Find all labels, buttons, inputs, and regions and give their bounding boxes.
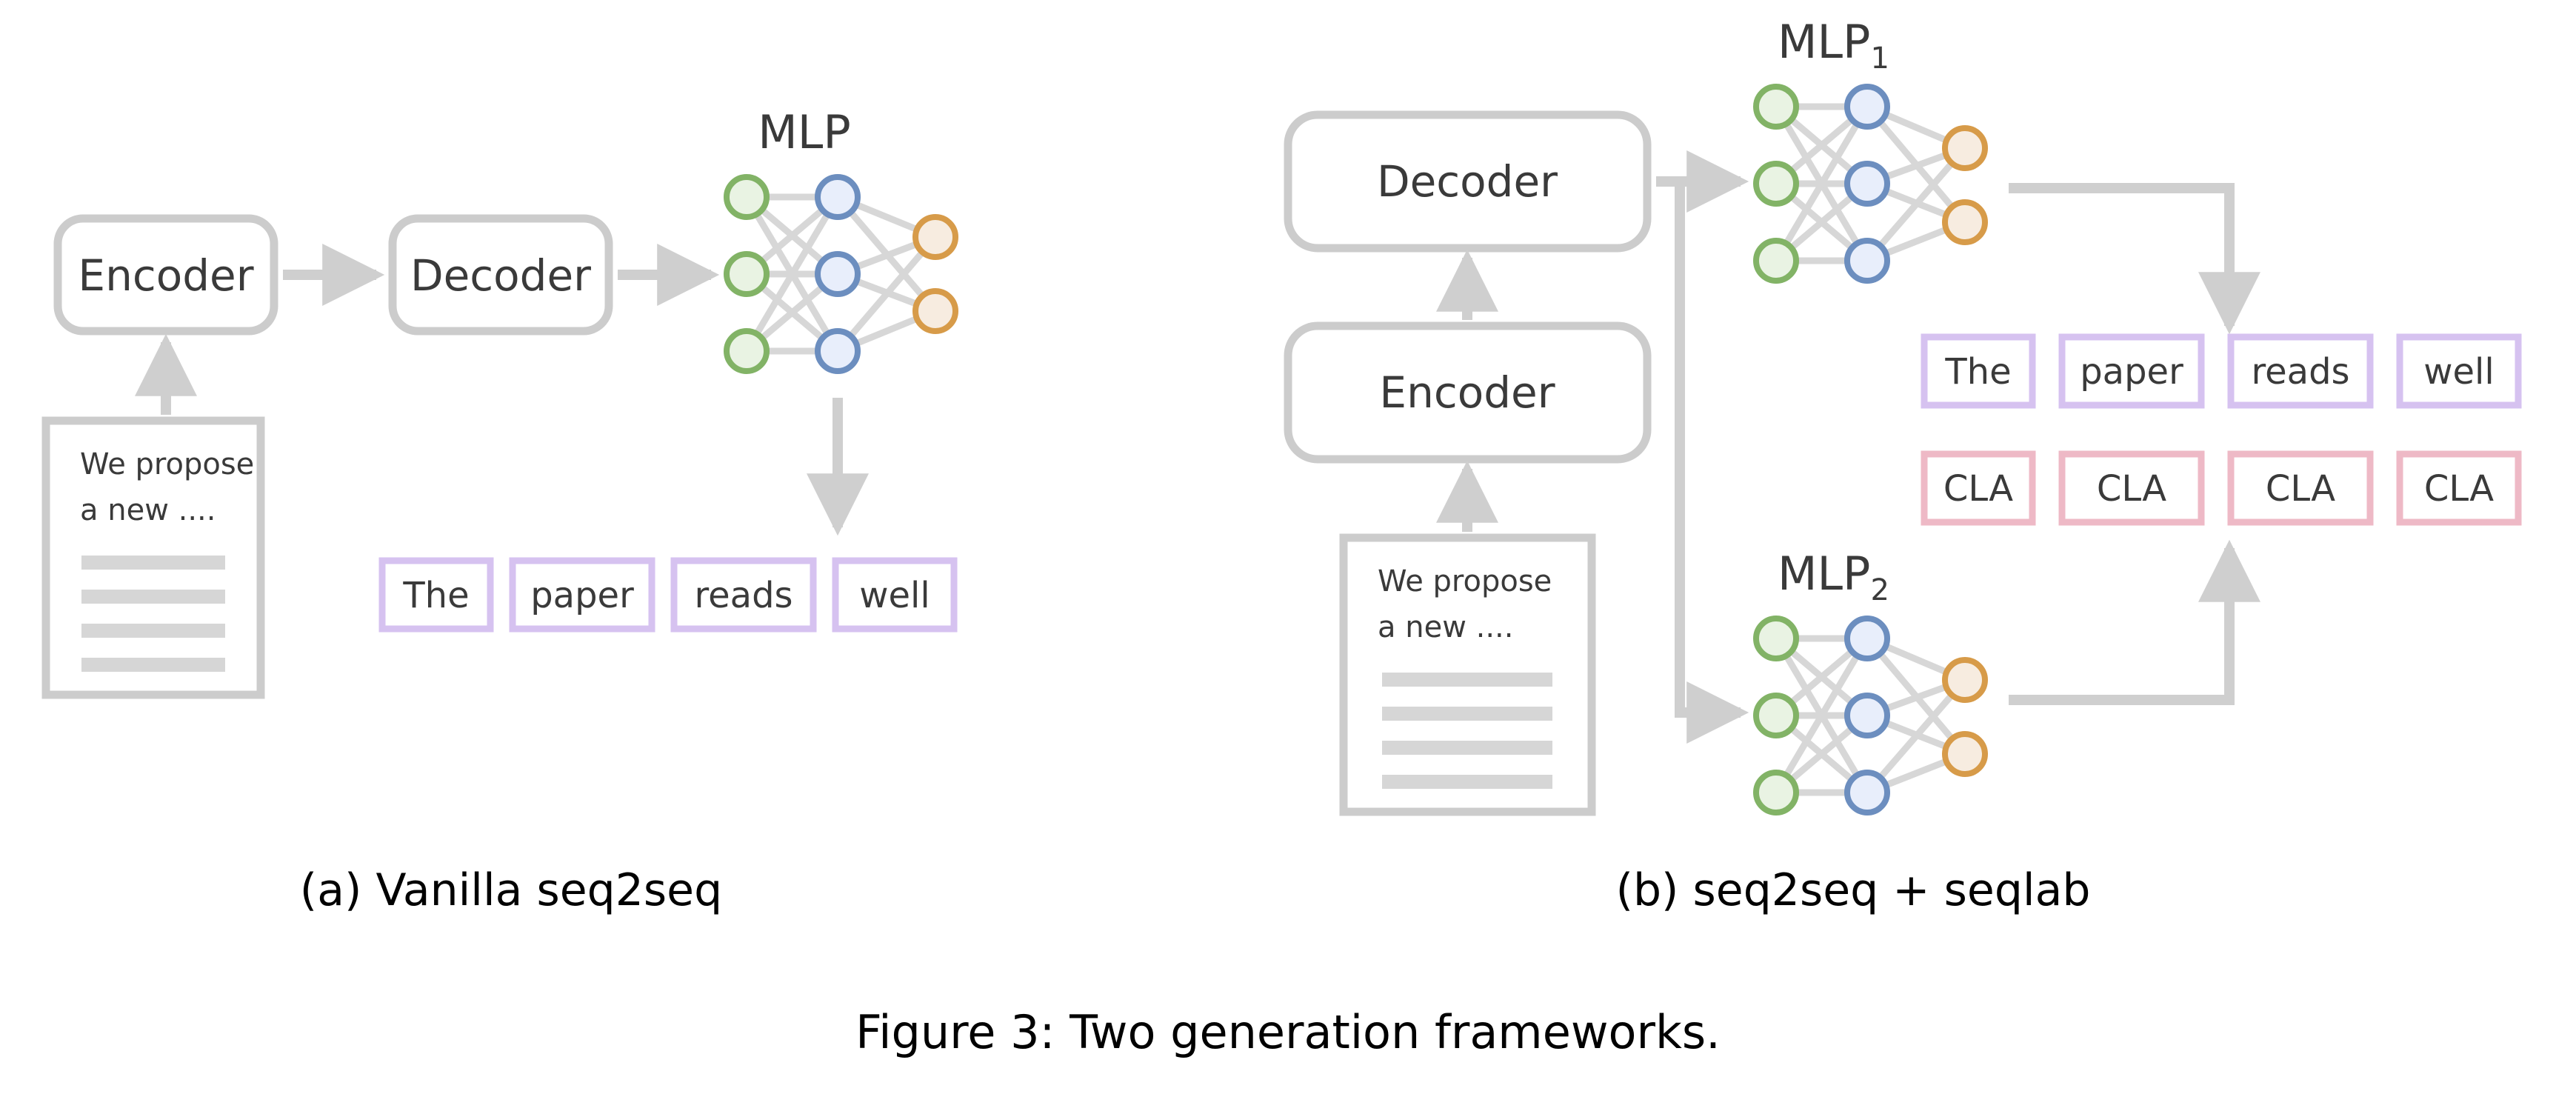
panel-b-document-bar	[1382, 775, 1552, 789]
mlp-node-output	[1942, 731, 1988, 777]
panel-a-document-bar	[81, 590, 225, 604]
label-box[interactable]	[1921, 450, 2036, 526]
panel-b-mlp1-nodes	[1753, 84, 1988, 284]
panel-b-document-line2: a new ....	[1378, 610, 1513, 644]
panel-b-document-bar	[1382, 673, 1552, 687]
mlp-node-input	[1753, 770, 1799, 816]
panel-a-decoder-box[interactable]	[388, 214, 613, 336]
label-box[interactable]	[2058, 450, 2205, 526]
panel-b-cla-label: CLA	[2097, 468, 2166, 510]
panel-b-document-bar	[1382, 707, 1552, 721]
mlp-node-input	[1753, 84, 1799, 130]
panel-b-mlp1-label: MLP1	[1778, 15, 1889, 76]
panel-a-document-line1: We propose	[80, 447, 254, 481]
figure-caption: Figure 3: Two generation frameworks.	[855, 1005, 1721, 1059]
panel-b-label-boxes	[1921, 450, 2522, 526]
panel-a-mlp-output-nodes	[912, 214, 958, 334]
panel-b-cla-label: CLA	[2424, 468, 2494, 510]
subcaption-a: (a) Vanilla seq2seq	[300, 864, 722, 916]
mlp-node-hidden	[1844, 238, 1890, 284]
mlp-node-input	[1753, 616, 1799, 661]
token-box[interactable]	[2058, 333, 2205, 409]
token-box[interactable]	[832, 557, 958, 633]
mlp-node-hidden	[1844, 770, 1890, 816]
panel-b-cla-label: CLA	[1943, 468, 2013, 510]
mlp-node-hidden	[1844, 693, 1890, 738]
mlp-node-input	[724, 251, 770, 297]
panel-b-decoder-label: Decoder	[1377, 156, 1558, 207]
panel-b-mlp2-nodes	[1753, 616, 1988, 816]
mlp-node-hidden	[1844, 161, 1890, 207]
panel-a-document-line2: a new ....	[80, 493, 216, 527]
label-box[interactable]	[2227, 450, 2374, 526]
panel-b-document-bar	[1382, 741, 1552, 755]
mlp-node-input	[1753, 693, 1799, 738]
label-box[interactable]	[2396, 450, 2522, 526]
mlp-node-input	[724, 328, 770, 374]
token-box[interactable]	[378, 557, 494, 633]
panel-b-token-label: paper	[2080, 351, 2183, 393]
mlp-node-input	[1753, 238, 1799, 284]
panel-a-encoder-box[interactable]	[53, 214, 278, 336]
mlp-node-hidden	[1844, 84, 1890, 130]
mlp-node-hidden	[815, 174, 861, 220]
panel-a-document-bar	[81, 658, 225, 672]
mlp-node-output	[912, 214, 958, 260]
mlp-node-output	[1942, 125, 1988, 171]
panel-a-encoder-label: Encoder	[78, 250, 253, 301]
panel-a-token-label: reads	[694, 575, 793, 616]
panel-a-token-boxes	[378, 557, 958, 633]
panel-b-document-line1: We propose	[1378, 564, 1552, 598]
mlp-node-output	[1942, 199, 1988, 245]
panel-b-mlp2-label: MLP2	[1778, 547, 1889, 607]
token-box[interactable]	[2396, 333, 2522, 409]
mlp-node-input	[1753, 161, 1799, 207]
panel-b-encoder-label: Encoder	[1379, 367, 1555, 418]
mlp-node-hidden	[815, 328, 861, 374]
mlp-node-hidden	[1844, 616, 1890, 661]
mlp-node-hidden	[815, 251, 861, 297]
panel-a-mlp-input-nodes	[724, 174, 770, 374]
panel-b-token-label: The	[1944, 351, 2011, 393]
panel-b-cla-label: CLA	[2266, 468, 2335, 510]
token-box[interactable]	[670, 557, 817, 633]
panel-a-decoder-label: Decoder	[410, 250, 591, 301]
subcaption-b: (b) seq2seq + seqlab	[1616, 864, 2091, 916]
mlp-node-output	[912, 288, 958, 334]
token-box[interactable]	[2227, 333, 2374, 409]
token-box[interactable]	[1921, 333, 2036, 409]
panel-a-token-label: well	[859, 575, 930, 616]
panel-a-token-label: The	[402, 575, 469, 616]
panel-b-decoder-box[interactable]	[1284, 110, 1652, 253]
panel-b-encoder-box[interactable]	[1284, 321, 1652, 464]
panel-a-mlp-label: MLP	[758, 105, 850, 159]
panel-b-token-label: well	[2423, 351, 2494, 393]
panel-a-token-label: paper	[530, 575, 634, 616]
panel-a-mlp-hidden-nodes	[815, 174, 861, 374]
panel-b-token-label: reads	[2251, 351, 2349, 393]
panel-b-token-boxes	[1921, 333, 2522, 409]
token-box[interactable]	[509, 557, 655, 633]
panel-a-document-bar	[81, 624, 225, 638]
panel-b-arrow-decoder-to-mlp2	[1675, 181, 1749, 744]
panel-b-arrow-mlp2-to-labels	[2009, 539, 2260, 705]
panel-b-arrow-mlp1-to-tokens	[2009, 183, 2260, 335]
mlp-node-input	[724, 174, 770, 220]
mlp-node-output	[1942, 657, 1988, 703]
panel-a-document-bar	[81, 556, 225, 570]
